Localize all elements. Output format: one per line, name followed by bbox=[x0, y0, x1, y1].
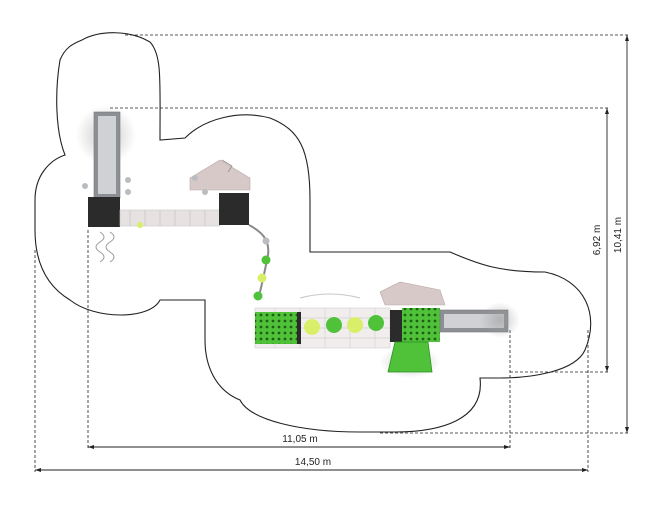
left-tower-panel bbox=[88, 197, 120, 227]
overall-width-label: 14,50 m bbox=[295, 457, 331, 468]
left-green-panel bbox=[255, 312, 301, 344]
overall-depth-label: 10,41 m bbox=[613, 217, 624, 253]
left-structure bbox=[76, 105, 136, 263]
rope-connector bbox=[248, 224, 271, 301]
bridge-left bbox=[119, 209, 221, 228]
safety-zone-outline bbox=[34, 32, 592, 433]
inner-depth-label: 6,92 m bbox=[592, 225, 603, 256]
dimension-lines bbox=[35, 35, 628, 471]
extension-lines bbox=[34, 34, 628, 472]
dimension-arrows bbox=[35, 35, 629, 472]
inner-width-label: 11,05 m bbox=[282, 434, 317, 445]
right-tower-dark-panel bbox=[390, 310, 402, 342]
middle-tower-panel bbox=[219, 193, 249, 225]
right-tower-ramp bbox=[387, 341, 433, 373]
right-tower bbox=[379, 281, 520, 378]
middle-tower bbox=[189, 159, 251, 225]
